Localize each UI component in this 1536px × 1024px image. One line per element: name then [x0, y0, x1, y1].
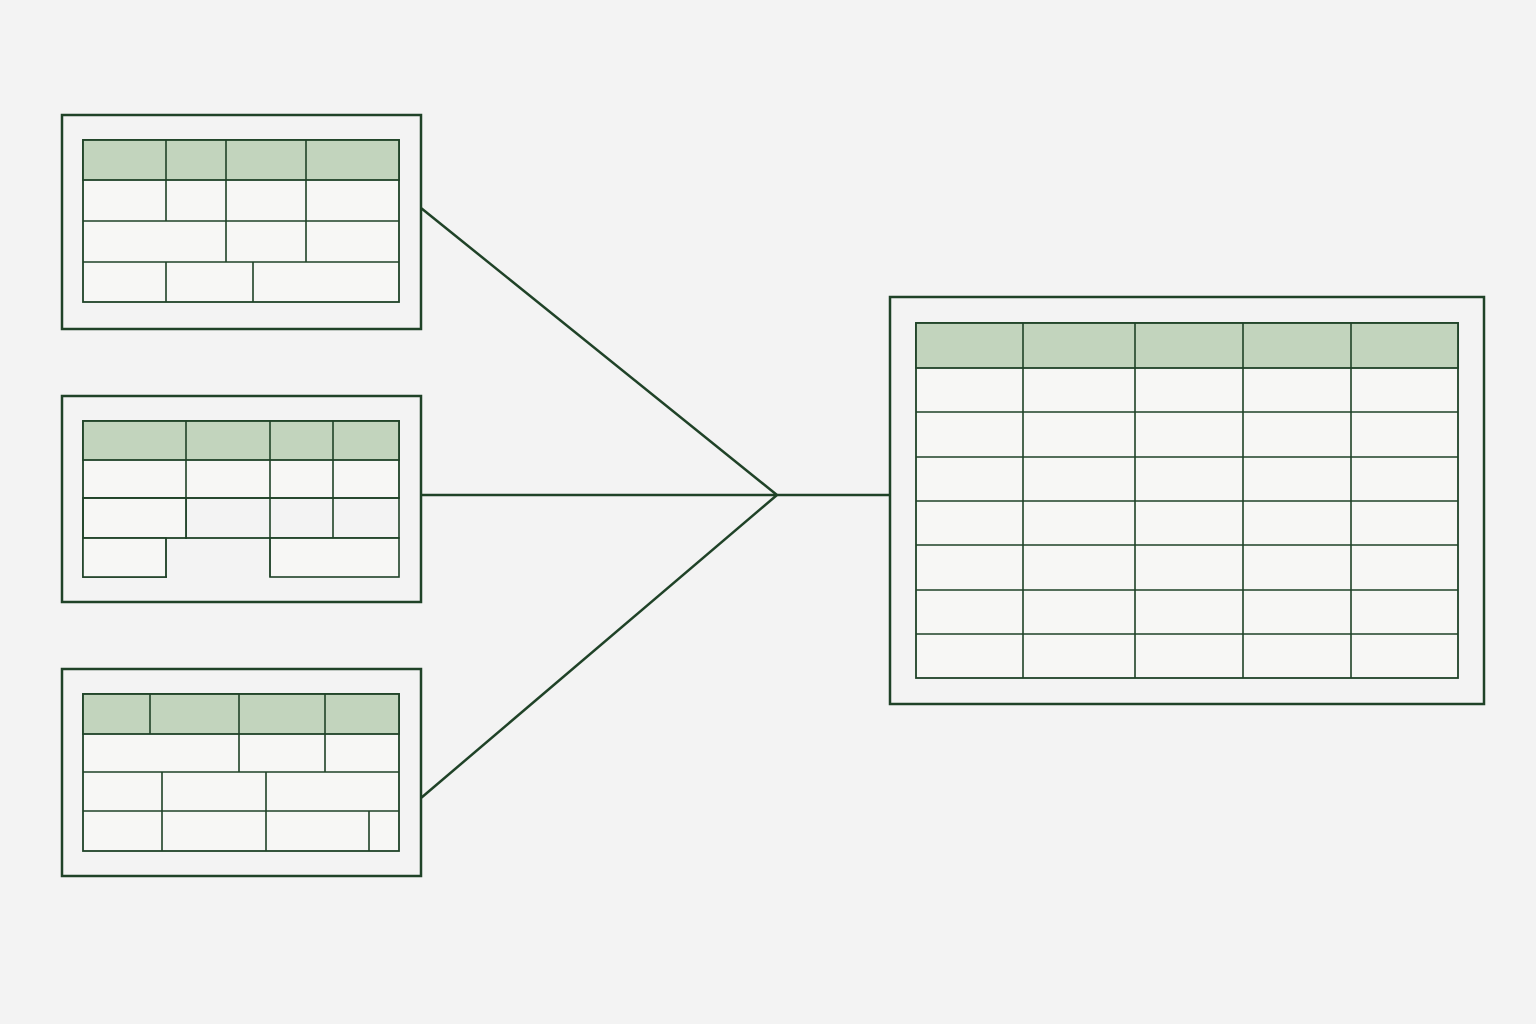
source-table-2-gap-cover: [167, 539, 269, 579]
source-table-1: [60, 113, 423, 331]
source-table-1-gridlines: [83, 140, 399, 302]
source-table-3-gridlines: [83, 694, 399, 851]
source-table-1-header: [82, 139, 400, 181]
source-table-2-cell-bottom-left-lower: [82, 537, 167, 578]
connector-top: [420, 207, 778, 496]
source-table-3: [60, 667, 423, 878]
source-table-2-header: [82, 420, 400, 461]
merged-table: [888, 295, 1486, 706]
merged-table-header: [915, 322, 1459, 369]
merged-table-gridlines: [916, 323, 1458, 678]
source-table-2: [60, 394, 423, 604]
connector-lines: [420, 207, 890, 799]
source-table-2-cell-bottom-right: [269, 537, 400, 578]
connector-bottom: [420, 494, 778, 799]
source-table-3-header: [82, 693, 400, 735]
